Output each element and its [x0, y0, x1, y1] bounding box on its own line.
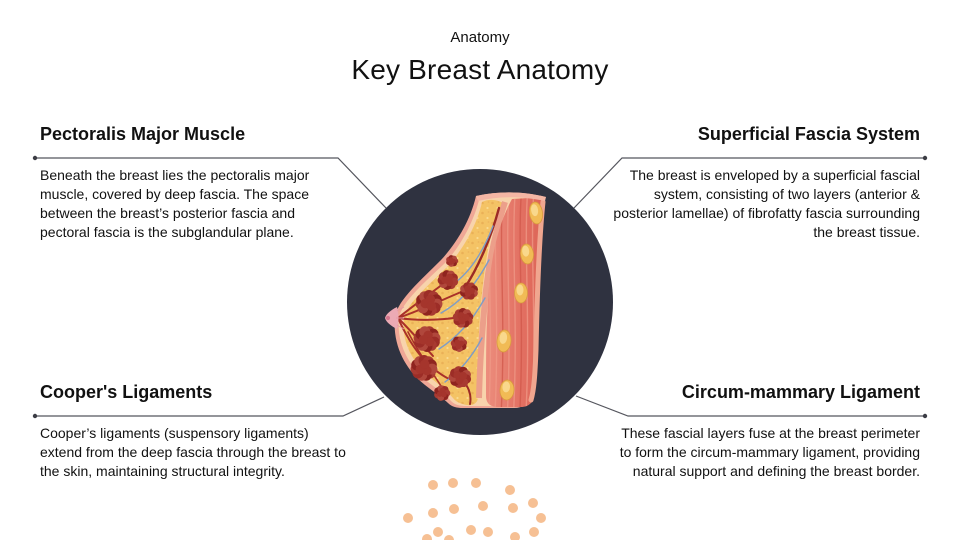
torso-cut-edge	[476, 192, 546, 201]
callout-heading-fascia: Superficial Fascia System	[697, 124, 920, 144]
rib-edge-layer	[528, 199, 546, 403]
slide-eyebrow: Anatomy	[450, 29, 510, 46]
connector-top-right	[573, 157, 925, 209]
lobule-cluster	[437, 270, 459, 290]
page-title: Key Breast Anatomy	[351, 54, 609, 85]
connector-dot-bottom-left	[32, 413, 38, 419]
fat-globules	[496, 201, 544, 401]
connector-top-left	[35, 157, 387, 209]
posterior-fascia	[476, 201, 508, 399]
callout-body-fascia: The breast is enveloped by a superficial…	[613, 167, 920, 240]
lobule-cluster	[452, 308, 474, 328]
callout-heading-pectoralis: Pectoralis Major Muscle	[40, 124, 246, 144]
connector-bottom-left	[35, 396, 385, 417]
decorative-dots	[403, 478, 546, 540]
lobule-cluster	[459, 282, 479, 300]
callout-heading-coopers: Cooper's Ligaments	[40, 382, 213, 402]
callout-heading-circum: Circum-mammary Ligament	[681, 382, 920, 402]
callout-body-circum: These fascial layers fuse at the breast …	[619, 425, 920, 479]
lobule-cluster	[415, 290, 443, 316]
veins	[438, 225, 494, 383]
breast-cross-section-illustration	[347, 169, 613, 435]
lobule-cluster	[413, 326, 441, 352]
nipple	[385, 306, 405, 330]
callout-body-coopers: Cooper’s ligaments (suspensory ligaments…	[40, 425, 346, 479]
callout-body-pectoralis: Beneath the breast lies the pectoralis m…	[40, 167, 310, 240]
connector-dot-top-left	[32, 155, 38, 161]
lobule-cluster	[448, 366, 472, 388]
connector-dot-top-right	[922, 155, 928, 161]
mammary-lobules	[410, 255, 479, 401]
lobule-cluster	[446, 255, 459, 267]
connector-dot-bottom-right	[922, 413, 928, 419]
lobule-cluster	[450, 336, 468, 352]
lobule-cluster	[410, 355, 438, 381]
connector-bottom-right	[575, 395, 925, 417]
lobule-cluster	[434, 385, 451, 401]
